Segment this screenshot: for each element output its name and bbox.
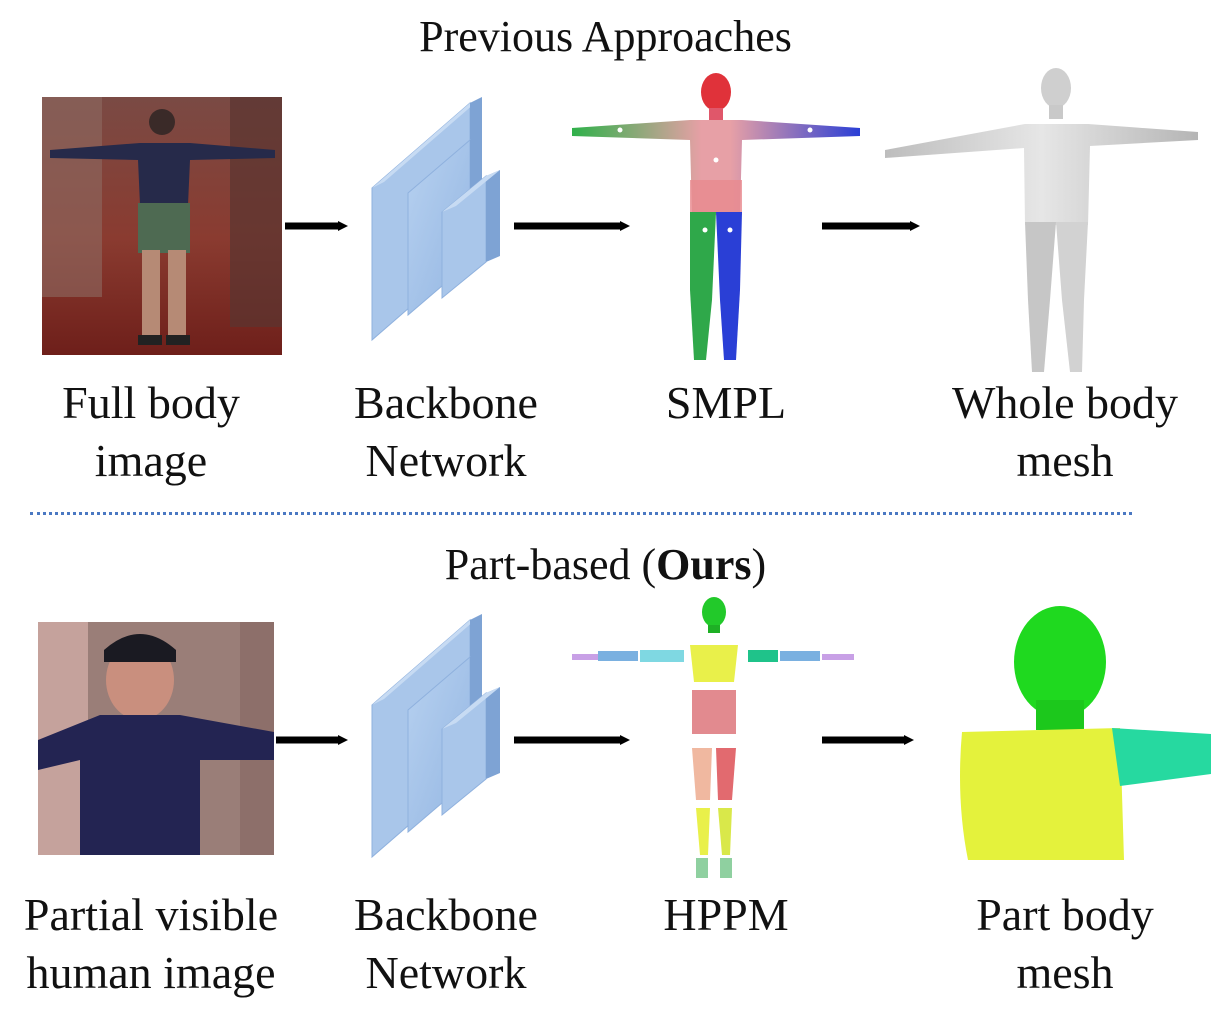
backbone-network-bottom-icon bbox=[371, 614, 500, 859]
section-divider bbox=[30, 512, 1132, 515]
bottom-heading-prefix: Part-based ( bbox=[444, 540, 657, 589]
bottom-heading-ours: Ours bbox=[656, 540, 752, 589]
label-full-body-image: Full body image bbox=[62, 377, 240, 486]
smpl-body-model bbox=[572, 73, 860, 360]
top-heading: Previous Approaches bbox=[419, 12, 792, 61]
label-hppm: HPPM bbox=[663, 889, 789, 940]
label-whole-body-mesh: Whole body mesh bbox=[951, 377, 1179, 486]
full-body-image bbox=[42, 97, 282, 355]
bottom-heading: Part-based (Ours) bbox=[0, 540, 1211, 590]
label-part-body-mesh: Part body mesh bbox=[976, 889, 1154, 998]
label-partial-visible-human-image: Partial visible human image bbox=[23, 889, 279, 998]
backbone-network-top-icon bbox=[371, 97, 500, 342]
partial-visible-human-image bbox=[38, 622, 274, 855]
label-backbone-network-top: Backbone Network bbox=[354, 377, 538, 486]
whole-body-mesh bbox=[885, 68, 1198, 372]
label-smpl: SMPL bbox=[665, 377, 787, 428]
part-body-mesh bbox=[960, 606, 1211, 860]
hppm-part-model bbox=[572, 597, 854, 878]
bottom-heading-suffix: ) bbox=[751, 540, 767, 589]
label-backbone-network-bottom: Backbone Network bbox=[354, 889, 538, 998]
